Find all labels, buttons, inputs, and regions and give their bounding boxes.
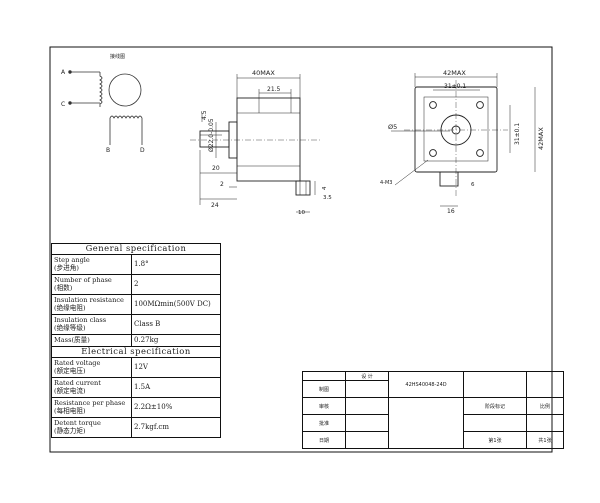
dim-body-length: 40MAX: [252, 69, 275, 77]
tb-draw: 制图: [302, 380, 346, 398]
tb-approve: 批准: [302, 414, 346, 432]
spec-value: 2: [131, 274, 221, 295]
dim-connector-height: 4: [322, 186, 328, 190]
dim-side-6: 6: [471, 182, 475, 188]
dim-total-shaft: 24: [211, 202, 219, 209]
tb-check: 审核: [302, 397, 346, 415]
wire-label-a: A: [61, 69, 66, 76]
front-view-dims: [391, 73, 536, 207]
spec-row: Resistance per phase(每相电阻) 2.2Ω±10%: [51, 397, 221, 418]
spec-table: General specification Step angle(步进角) 1.…: [51, 243, 221, 438]
spec-row: Rated voltage(额定电压) 12V: [51, 357, 221, 378]
spec-row: Rated current(额定电流) 1.5A: [51, 377, 221, 398]
wire-label-c: C: [61, 101, 65, 108]
spec-value: 100MΩmin(500V DC): [131, 294, 221, 315]
coil-ac: [70, 71, 103, 107]
title-block: 设 计 42HS40048-24D 制图 审核 阶段标记 比例 批准 日期 第1…: [302, 371, 564, 449]
tb-sheet: 第1张: [463, 431, 527, 449]
spec-value: 12V: [131, 357, 221, 378]
spec-row: Mass(质量) 0.27kg: [51, 334, 221, 347]
spec-value: 0.27kg: [131, 334, 221, 347]
spec-row: Number of phase(相数) 2: [51, 274, 221, 295]
coil-bd: [109, 115, 143, 145]
tb-mark: 阶段标记: [463, 397, 527, 415]
dim-flange-thickness: 4.5: [201, 110, 208, 120]
dim-hole-spacing-side: 31±0.1: [514, 123, 521, 145]
tb-scale: 比例: [526, 397, 564, 415]
mount-hole-bl: [429, 149, 437, 157]
connector: [295, 180, 311, 196]
motor-body: [236, 97, 301, 182]
spec-value: 1.8°: [131, 254, 221, 275]
spec-row: Detent torque(静态力矩) 2.7kgf.cm: [51, 417, 221, 438]
mount-hole-tl: [429, 101, 437, 109]
front-view: [404, 80, 508, 196]
rotor-circle: [108, 73, 142, 107]
side-view: [190, 97, 320, 196]
tb-date: 日期: [302, 431, 346, 449]
wiring-title: 接线图: [110, 53, 125, 60]
spec-row: Insulation resistance(绝缘电阻) 100MΩmin(500…: [51, 294, 221, 315]
dim-connector-offset: 3.5: [323, 195, 332, 201]
title-header: 设 计: [345, 371, 389, 381]
dim-boss-dia: Ø22.0-0.05: [208, 118, 215, 152]
motor-shaft: [199, 130, 230, 148]
spec-row: Step angle(步进角) 1.8°: [51, 254, 221, 275]
model-number: 42HS40048-24D: [388, 371, 464, 398]
dim-hole-spacing-top: 31±0.1: [444, 83, 466, 90]
mount-hole-tr: [476, 101, 484, 109]
tb-total: 共1张: [526, 431, 564, 449]
dim-flat-length: 2: [220, 181, 224, 188]
wire-label-d: D: [140, 147, 145, 154]
dim-shaft-boss: 21.5: [267, 86, 281, 93]
electrical-spec-title: Electrical specification: [51, 346, 221, 358]
spec-value: 1.5A: [131, 377, 221, 398]
front-connector: [439, 171, 459, 187]
side-view-dims: [199, 74, 316, 213]
spec-row: Insulation class(绝缘等级) Class B: [51, 314, 221, 335]
general-spec-title: General specification: [51, 243, 221, 255]
dim-shaft-dia: Ø5: [388, 123, 397, 131]
dim-thread: 4-M3: [380, 180, 392, 186]
dim-side-16: 16: [447, 208, 455, 215]
mount-hole-br: [476, 149, 484, 157]
dim-connector-width: 10: [298, 210, 305, 216]
dim-shaft-length: 20: [212, 165, 220, 172]
dim-height-max: 42MAX: [537, 127, 545, 150]
wiring-diagram: [68, 70, 143, 145]
dim-width-max: 42MAX: [443, 69, 466, 77]
frame-border: [49, 46, 553, 453]
wire-label-b: B: [106, 147, 110, 154]
spec-value: 2.7kgf.cm: [131, 417, 221, 438]
spec-value: Class B: [131, 314, 221, 335]
spec-value: 2.2Ω±10%: [131, 397, 221, 418]
